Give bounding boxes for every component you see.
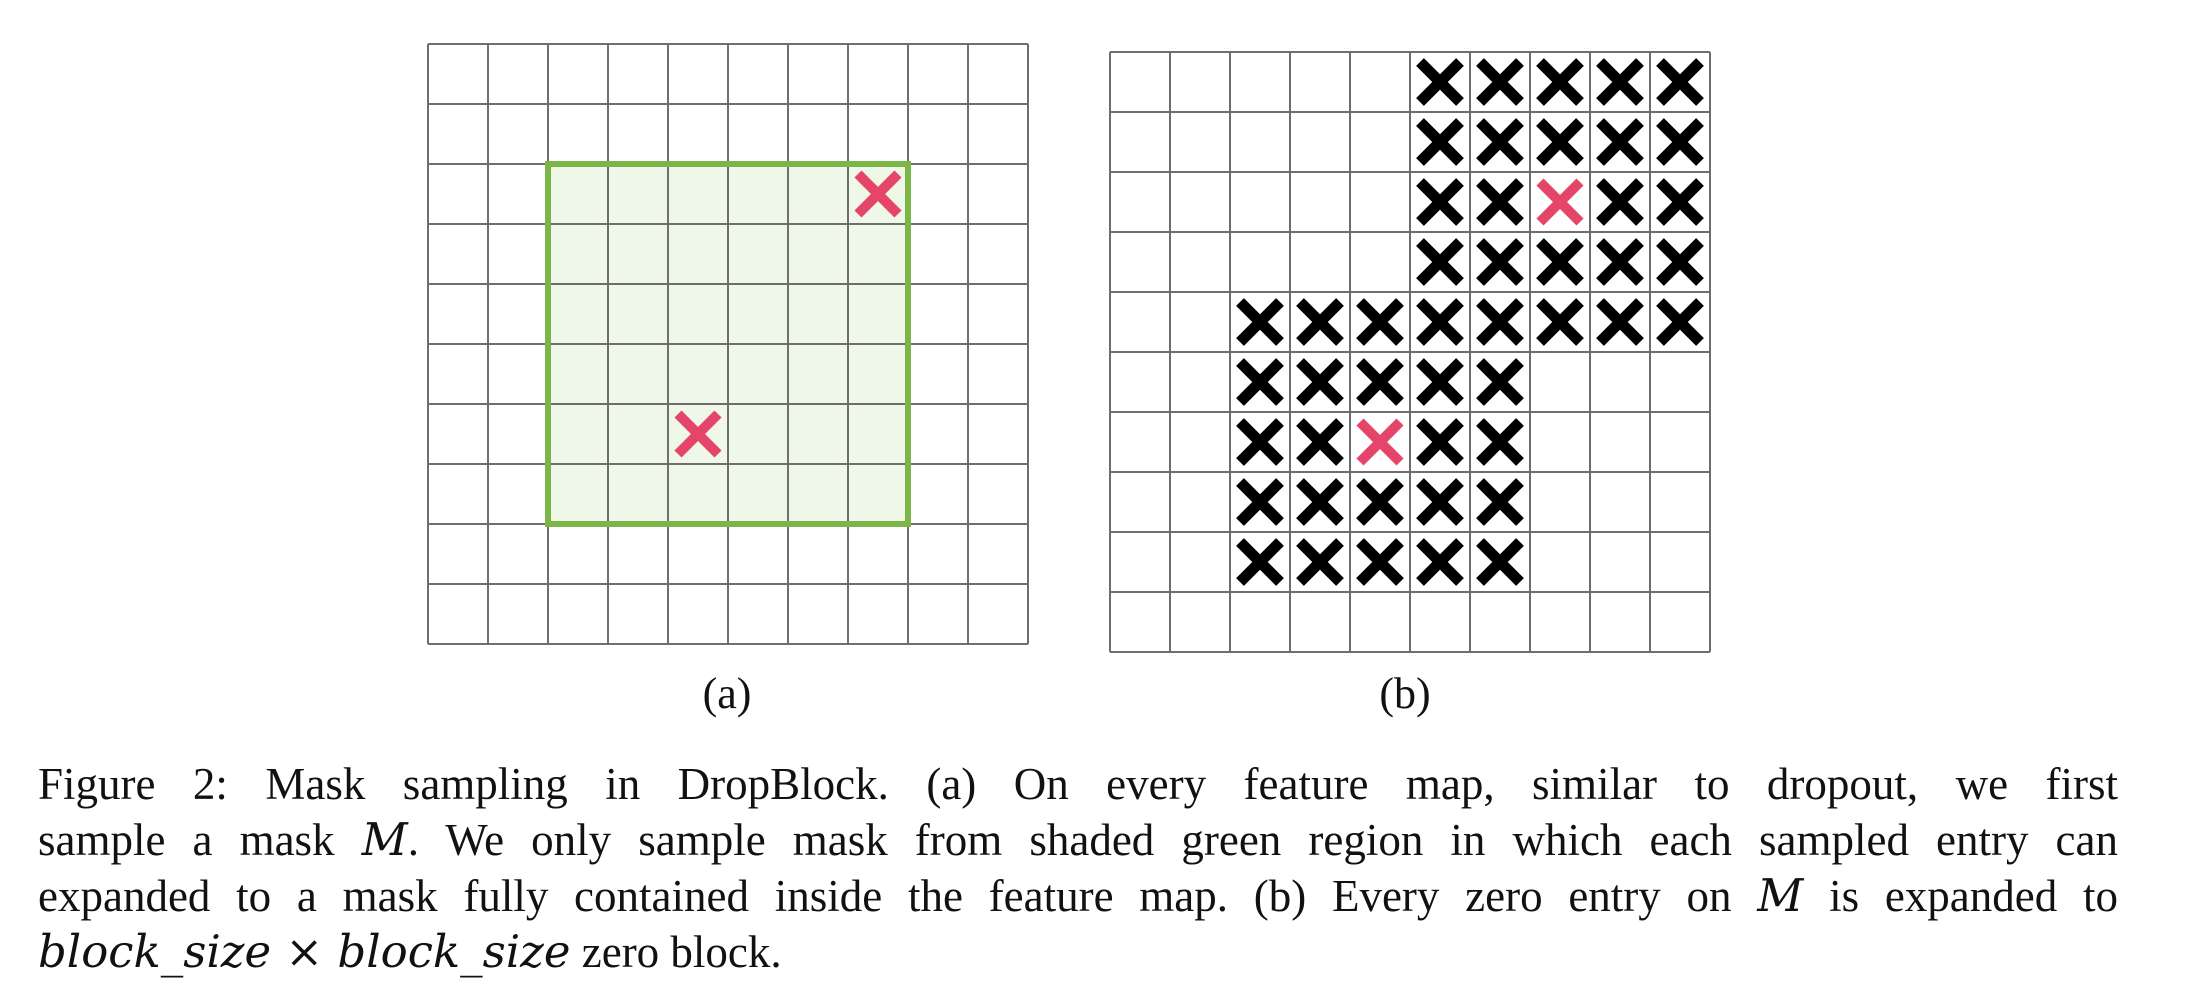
zero-entry-cross: [1296, 538, 1344, 586]
zero-entry-cross: [1536, 58, 1584, 106]
zero-entry-cross: [1596, 238, 1644, 286]
sampled-entry-cross: [1356, 418, 1404, 466]
zero-entry-cross: [1416, 118, 1464, 166]
zero-entry-cross: [1656, 238, 1704, 286]
zero-entry-cross: [1296, 358, 1344, 406]
math-block-size: block_size × block_size: [38, 925, 571, 978]
zero-entry-cross: [1416, 418, 1464, 466]
zero-entry-cross: [1236, 478, 1284, 526]
zero-entry-cross: [1476, 298, 1524, 346]
caption-line-1: Figure 2: Mask sampling in DropBlock. (a…: [38, 759, 2118, 809]
figure-caption: Figure 2: Mask sampling in DropBlock. (a…: [38, 756, 2118, 980]
zero-entry-cross: [1476, 358, 1524, 406]
zero-entry-cross: [1356, 358, 1404, 406]
zero-entry-cross: [1656, 58, 1704, 106]
zero-entry-cross: [1416, 538, 1464, 586]
zero-entry-cross: [1476, 238, 1524, 286]
zero-entry-cross: [1236, 358, 1284, 406]
zero-entry-cross: [1596, 298, 1644, 346]
zero-entry-cross: [1356, 538, 1404, 586]
zero-entry-cross: [1476, 58, 1524, 106]
zero-entry-cross: [1476, 478, 1524, 526]
zero-entry-cross: [1476, 418, 1524, 466]
zero-entry-cross: [1296, 478, 1344, 526]
zero-entry-cross: [1536, 298, 1584, 346]
caption-line-3: expanded to a mask fully contained insid…: [38, 869, 2118, 922]
zero-entry-cross: [1656, 118, 1704, 166]
zero-entry-cross: [1236, 298, 1284, 346]
zero-entry-cross: [1296, 298, 1344, 346]
zero-entry-cross: [1596, 118, 1644, 166]
zero-entry-cross: [1416, 478, 1464, 526]
zero-entry-cross: [1236, 538, 1284, 586]
panel-b-label: (b): [1379, 669, 1431, 718]
zero-entry-cross: [1656, 298, 1704, 346]
zero-entry-cross: [1356, 478, 1404, 526]
caption-line-2: sample a mask M. We only sample mask fro…: [38, 813, 2118, 866]
zero-entry-cross: [1536, 238, 1584, 286]
zero-entry-cross: [1656, 178, 1704, 226]
zero-entry-cross: [1476, 178, 1524, 226]
zero-entry-cross: [1356, 298, 1404, 346]
dropblock-figure: [427, 43, 1711, 653]
zero-entry-cross: [1296, 418, 1344, 466]
sampled-entry-cross: [674, 410, 722, 458]
sampled-entry-cross: [854, 170, 902, 218]
caption-line-4: block_size × block_size zero block.: [38, 925, 782, 978]
zero-entry-cross: [1416, 238, 1464, 286]
zero-entry-cross: [1236, 418, 1284, 466]
zero-entry-cross: [1596, 58, 1644, 106]
zero-entry-cross: [1416, 298, 1464, 346]
shaded-region-border: [545, 161, 911, 527]
panel-a-feature-map: [427, 43, 1029, 645]
grid-lines: [427, 43, 1029, 645]
zero-entry-cross: [1416, 178, 1464, 226]
math-M: M: [1757, 869, 1804, 922]
sampled-entry-cross: [1536, 178, 1584, 226]
zero-entry-cross: [1416, 358, 1464, 406]
zero-entry-cross: [1416, 58, 1464, 106]
panel-b-expanded-mask: [1109, 51, 1711, 653]
zero-entry-cross: [1476, 538, 1524, 586]
zero-entry-cross: [1476, 118, 1524, 166]
math-M: M: [361, 813, 408, 866]
zero-entry-cross: [1536, 118, 1584, 166]
zero-entry-cross: [1596, 178, 1644, 226]
grid-lines: [1109, 51, 1711, 653]
panel-a-label: (a): [702, 669, 752, 718]
